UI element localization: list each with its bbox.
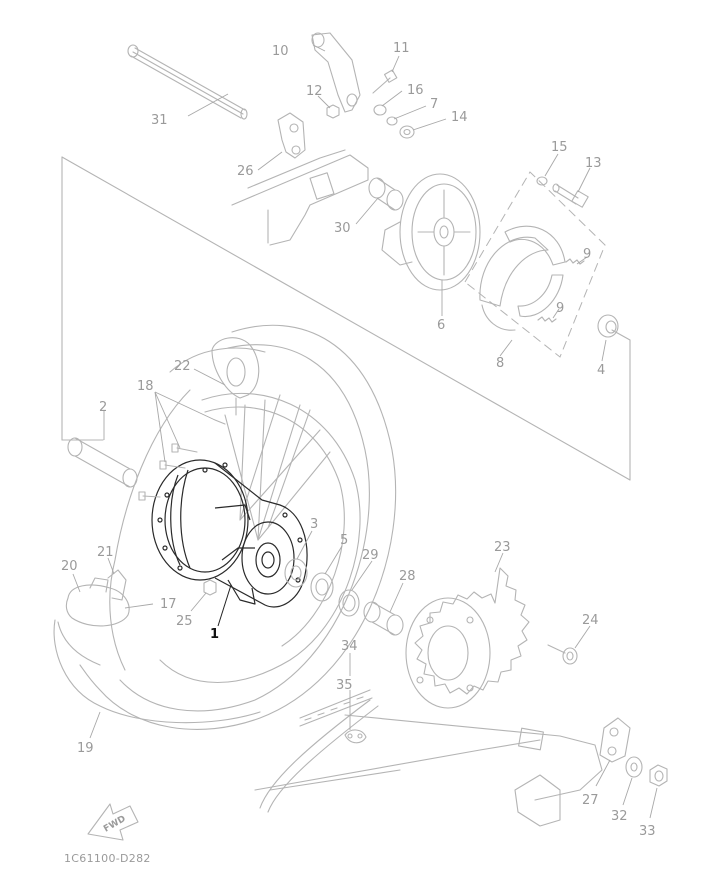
- callout-4: 4: [597, 363, 605, 378]
- washer-part-32: [625, 756, 643, 778]
- oil-seal-part-4: [597, 314, 619, 338]
- callout-26: 26: [237, 164, 254, 179]
- callout-27: 27: [582, 793, 599, 808]
- chain-part-34: [259, 689, 379, 813]
- wheel-rim: [159, 392, 361, 683]
- callout-labels: 1 2 3 4 5 6 7 8 9 9 10 11 12 13 14 15 16…: [61, 41, 656, 839]
- callout-18: 18: [137, 379, 154, 394]
- springs-part-9: [537, 258, 585, 323]
- chain-puller-part-27: [599, 717, 631, 763]
- callout-24: 24: [582, 613, 599, 628]
- brake-arm-part-10: [311, 32, 361, 113]
- callout-21: 21: [97, 545, 114, 560]
- callout-16: 16: [407, 83, 424, 98]
- chain-joint-part-35: [344, 729, 367, 744]
- callout-2: 2: [99, 400, 107, 415]
- nut-part-33: [649, 764, 668, 787]
- callout-12: 12: [306, 84, 323, 99]
- callout-20: 20: [61, 559, 78, 574]
- brake-plate-part-6: [381, 173, 481, 291]
- callout-35: 35: [336, 678, 353, 693]
- callout-13: 13: [585, 156, 602, 171]
- forward-direction-arrow: FWD: [87, 803, 139, 841]
- callout-31: 31: [151, 113, 168, 128]
- fwd-label: FWD: [102, 814, 127, 834]
- rim-band-part-20: [65, 577, 130, 627]
- callout-10: 10: [272, 44, 289, 59]
- swing-arm-lower: [254, 714, 603, 827]
- bracket-part-26: [277, 112, 306, 159]
- washers-parts-16-7-14: [373, 104, 415, 139]
- callout-7: 7: [430, 97, 438, 112]
- callout-19: 19: [77, 741, 94, 756]
- callout-33: 33: [639, 824, 656, 839]
- collar-part-2: [67, 437, 138, 488]
- callout-25: 25: [176, 614, 193, 629]
- callout-14: 14: [451, 110, 468, 125]
- frame-guide-lines: [61, 156, 631, 481]
- bolt-part-24: [547, 644, 578, 665]
- rim-band-part-21: [107, 569, 127, 601]
- oil-seal-part-5: [310, 572, 334, 602]
- callout-28: 28: [399, 569, 416, 584]
- callout-11: 11: [393, 41, 410, 56]
- callout-17: 17: [160, 597, 177, 612]
- callout-1: 1: [210, 627, 219, 642]
- callout-5: 5: [340, 533, 348, 548]
- callout-9a: 9: [583, 247, 591, 262]
- collar-part-28: [363, 601, 404, 636]
- sprocket-part-23: [405, 567, 530, 709]
- nut-part-12: [326, 104, 340, 119]
- callout-23: 23: [494, 540, 511, 555]
- callout-6: 6: [437, 318, 445, 333]
- callout-3: 3: [310, 517, 318, 532]
- callout-9b: 9: [556, 301, 564, 316]
- bolts-part-18: [138, 419, 226, 501]
- callout-32: 32: [611, 809, 628, 824]
- axle-part-31: [127, 44, 248, 120]
- document-code: 1C61100-D282: [64, 852, 151, 865]
- leader-lines: [72, 44, 658, 819]
- spokes: [224, 394, 331, 541]
- nut-part-25: [203, 579, 217, 596]
- bearing-part-3: [284, 558, 308, 588]
- callout-30: 30: [334, 221, 351, 236]
- hub-part-1: [151, 459, 308, 608]
- swing-arm-upper: [231, 149, 369, 246]
- bolt-part-11: [372, 69, 398, 94]
- callout-29: 29: [362, 548, 379, 563]
- callout-8: 8: [496, 356, 504, 371]
- camshaft-part-13: [552, 183, 589, 208]
- oring-part-15: [536, 176, 548, 186]
- callout-22: 22: [174, 359, 191, 374]
- brake-shoes-part-8: [464, 171, 606, 358]
- callout-15: 15: [551, 140, 568, 155]
- callout-34: 34: [341, 639, 358, 654]
- collar-part-30: [368, 177, 404, 211]
- tyre-part-19: [53, 324, 397, 730]
- circlip-part-29: [338, 589, 360, 617]
